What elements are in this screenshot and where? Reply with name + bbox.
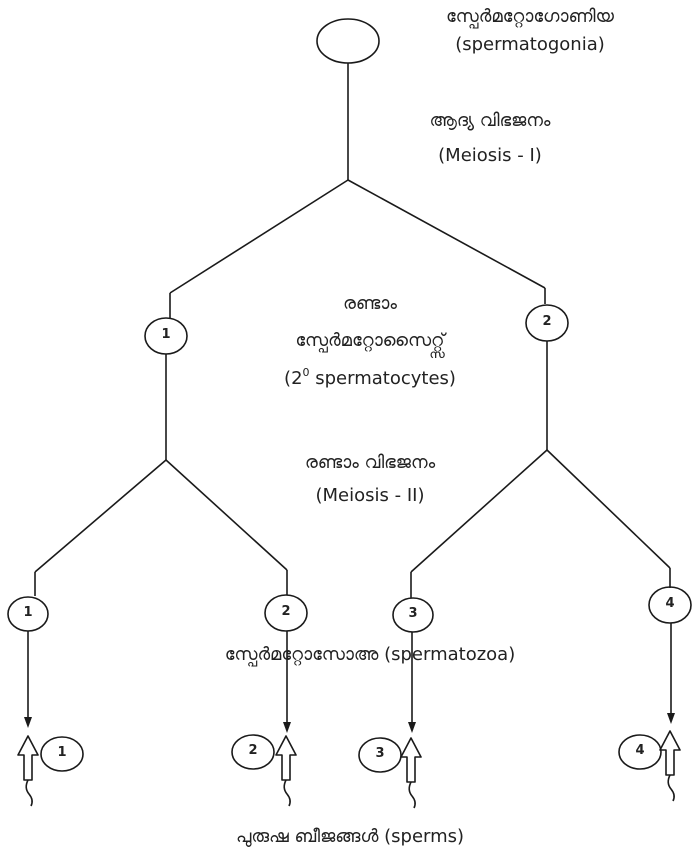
meiosis2-label-en: (Meiosis - II) [315,485,425,506]
sperm-icon-4 [659,730,681,802]
sperm-number-circle-1 [40,736,84,772]
branch-right-2b [546,449,671,569]
meiosis1-label-en: (Meiosis - I) [438,145,542,166]
sperm-number-3: 3 [375,746,385,761]
branch-right-2a [410,449,548,573]
branch-left-1 [169,179,349,294]
secondary-label-ml-2: സ്പേർമറ്റോസൈറ്റ്സ് [295,330,445,351]
spermatid-number-2: 2 [281,604,291,619]
secondary-number-2: 2 [542,314,552,329]
secondary-label-ml-1: രണ്ടാം [343,293,397,314]
sperm-icon-3 [400,737,422,809]
sperms-label: പുരുഷ ബീജങ്ങൾ (sperms) [235,826,465,847]
branch-right-1 [347,179,546,289]
spermatid-number-1: 1 [23,605,33,620]
secondary-number-1: 1 [161,327,171,342]
arrow-down-icon [408,722,416,733]
spermatozoa-label: സ്പേർമറ്റോസോഅ (spermatozoa) [224,644,516,665]
arrow-down-icon [24,717,32,728]
meiosis2-label-ml: രണ്ടാം വിഭജനം [304,452,436,473]
sperm-number-circle-3 [358,737,402,773]
sperm-icon-1 [17,735,39,807]
spermatid-cell-2 [264,594,308,632]
arrow-down-icon [667,713,675,724]
sperm-number-circle-2 [231,734,275,770]
spermatid-cell-3 [392,597,434,633]
spermatid-cell-4 [648,586,692,624]
sperm-number-4: 4 [635,743,645,758]
branch-left-2b [165,459,288,571]
secondary-label-en: (20 spermatocytes) [284,366,456,389]
sperm-icon-2 [275,735,297,807]
spermatid-number-4: 4 [665,596,675,611]
sperm-number-circle-4 [618,734,662,770]
sperm-number-2: 2 [248,743,258,758]
arrow-down-icon [283,722,291,733]
sperm-number-1: 1 [57,745,67,760]
spermatogonia-cell [316,18,380,64]
spermatogonia-label-ml: സ്പേർമറ്റോഗോണിയ [446,6,614,27]
spermatogonia-label-en: (spermatogonia) [455,34,605,55]
spermatid-number-3: 3 [408,606,418,621]
meiosis1-label-ml: ആദ്യ വിഭജനം [429,110,551,131]
branch-left-2a [34,459,167,573]
